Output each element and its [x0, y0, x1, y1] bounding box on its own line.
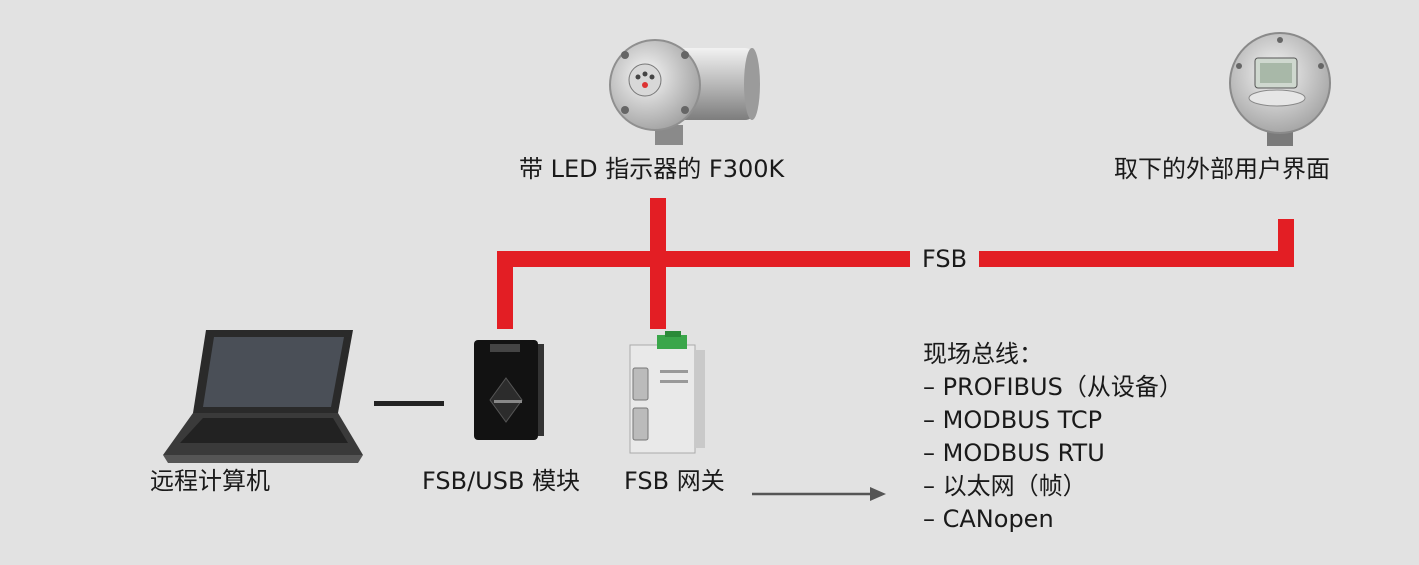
bus-line-ui-vertical: [1278, 219, 1294, 267]
fieldbus-title: 现场总线：: [923, 340, 1043, 368]
removed-ui-label: 取下的外部用户界面: [1114, 155, 1330, 183]
fieldbus-item: – PROFIBUS（从设备）: [923, 373, 1183, 401]
bus-line-f300k-vertical: [650, 198, 666, 329]
gateway-label: FSB 网关: [624, 467, 725, 495]
fieldbus-item: – MODBUS RTU: [923, 439, 1105, 467]
bus-line-right-horizontal: [979, 251, 1294, 267]
bus-line-main-horizontal: [497, 251, 910, 267]
f300k-label: 带 LED 指示器的 F300K: [519, 155, 785, 183]
gateway-image: [629, 331, 705, 454]
fieldbus-arrow: [752, 487, 886, 501]
fieldbus-item: – 以太网（帧）: [923, 472, 1087, 500]
pc-usb-link-line: [374, 401, 444, 406]
fieldbus-item: – MODBUS TCP: [923, 406, 1103, 434]
computer-label: 远程计算机: [150, 467, 270, 495]
removed-ui-device-image: [1229, 32, 1331, 146]
bus-line-usb-vertical: [497, 251, 513, 329]
fieldbus-item: – CANopen: [923, 505, 1054, 533]
bus-label: FSB: [922, 245, 968, 273]
laptop-image: [163, 330, 363, 463]
usb-module-image: [474, 340, 544, 440]
f300k-device-image: [609, 39, 760, 145]
usb-module-label: FSB/USB 模块: [422, 467, 581, 495]
fieldbus-list: 现场总线： – PROFIBUS（从设备） – MODBUS TCP – MOD…: [923, 338, 1183, 536]
